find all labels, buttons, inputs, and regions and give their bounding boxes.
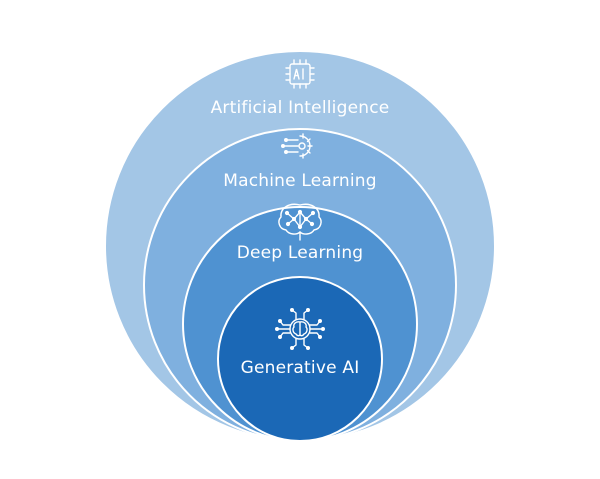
ai-chip-icon bbox=[285, 59, 315, 89]
brain-chip-icon bbox=[275, 308, 326, 351]
brain-network-icon bbox=[278, 203, 322, 241]
label-deep-learning: Deep Learning bbox=[236, 243, 364, 263]
label-generative-ai: Generative AI bbox=[240, 358, 360, 378]
label-machine-learning: Machine Learning bbox=[223, 171, 377, 191]
gear-circuit-icon bbox=[281, 133, 313, 159]
ring-generative-ai bbox=[217, 276, 383, 442]
label-artificial-intelligence: Artificial Intelligence bbox=[210, 98, 390, 118]
